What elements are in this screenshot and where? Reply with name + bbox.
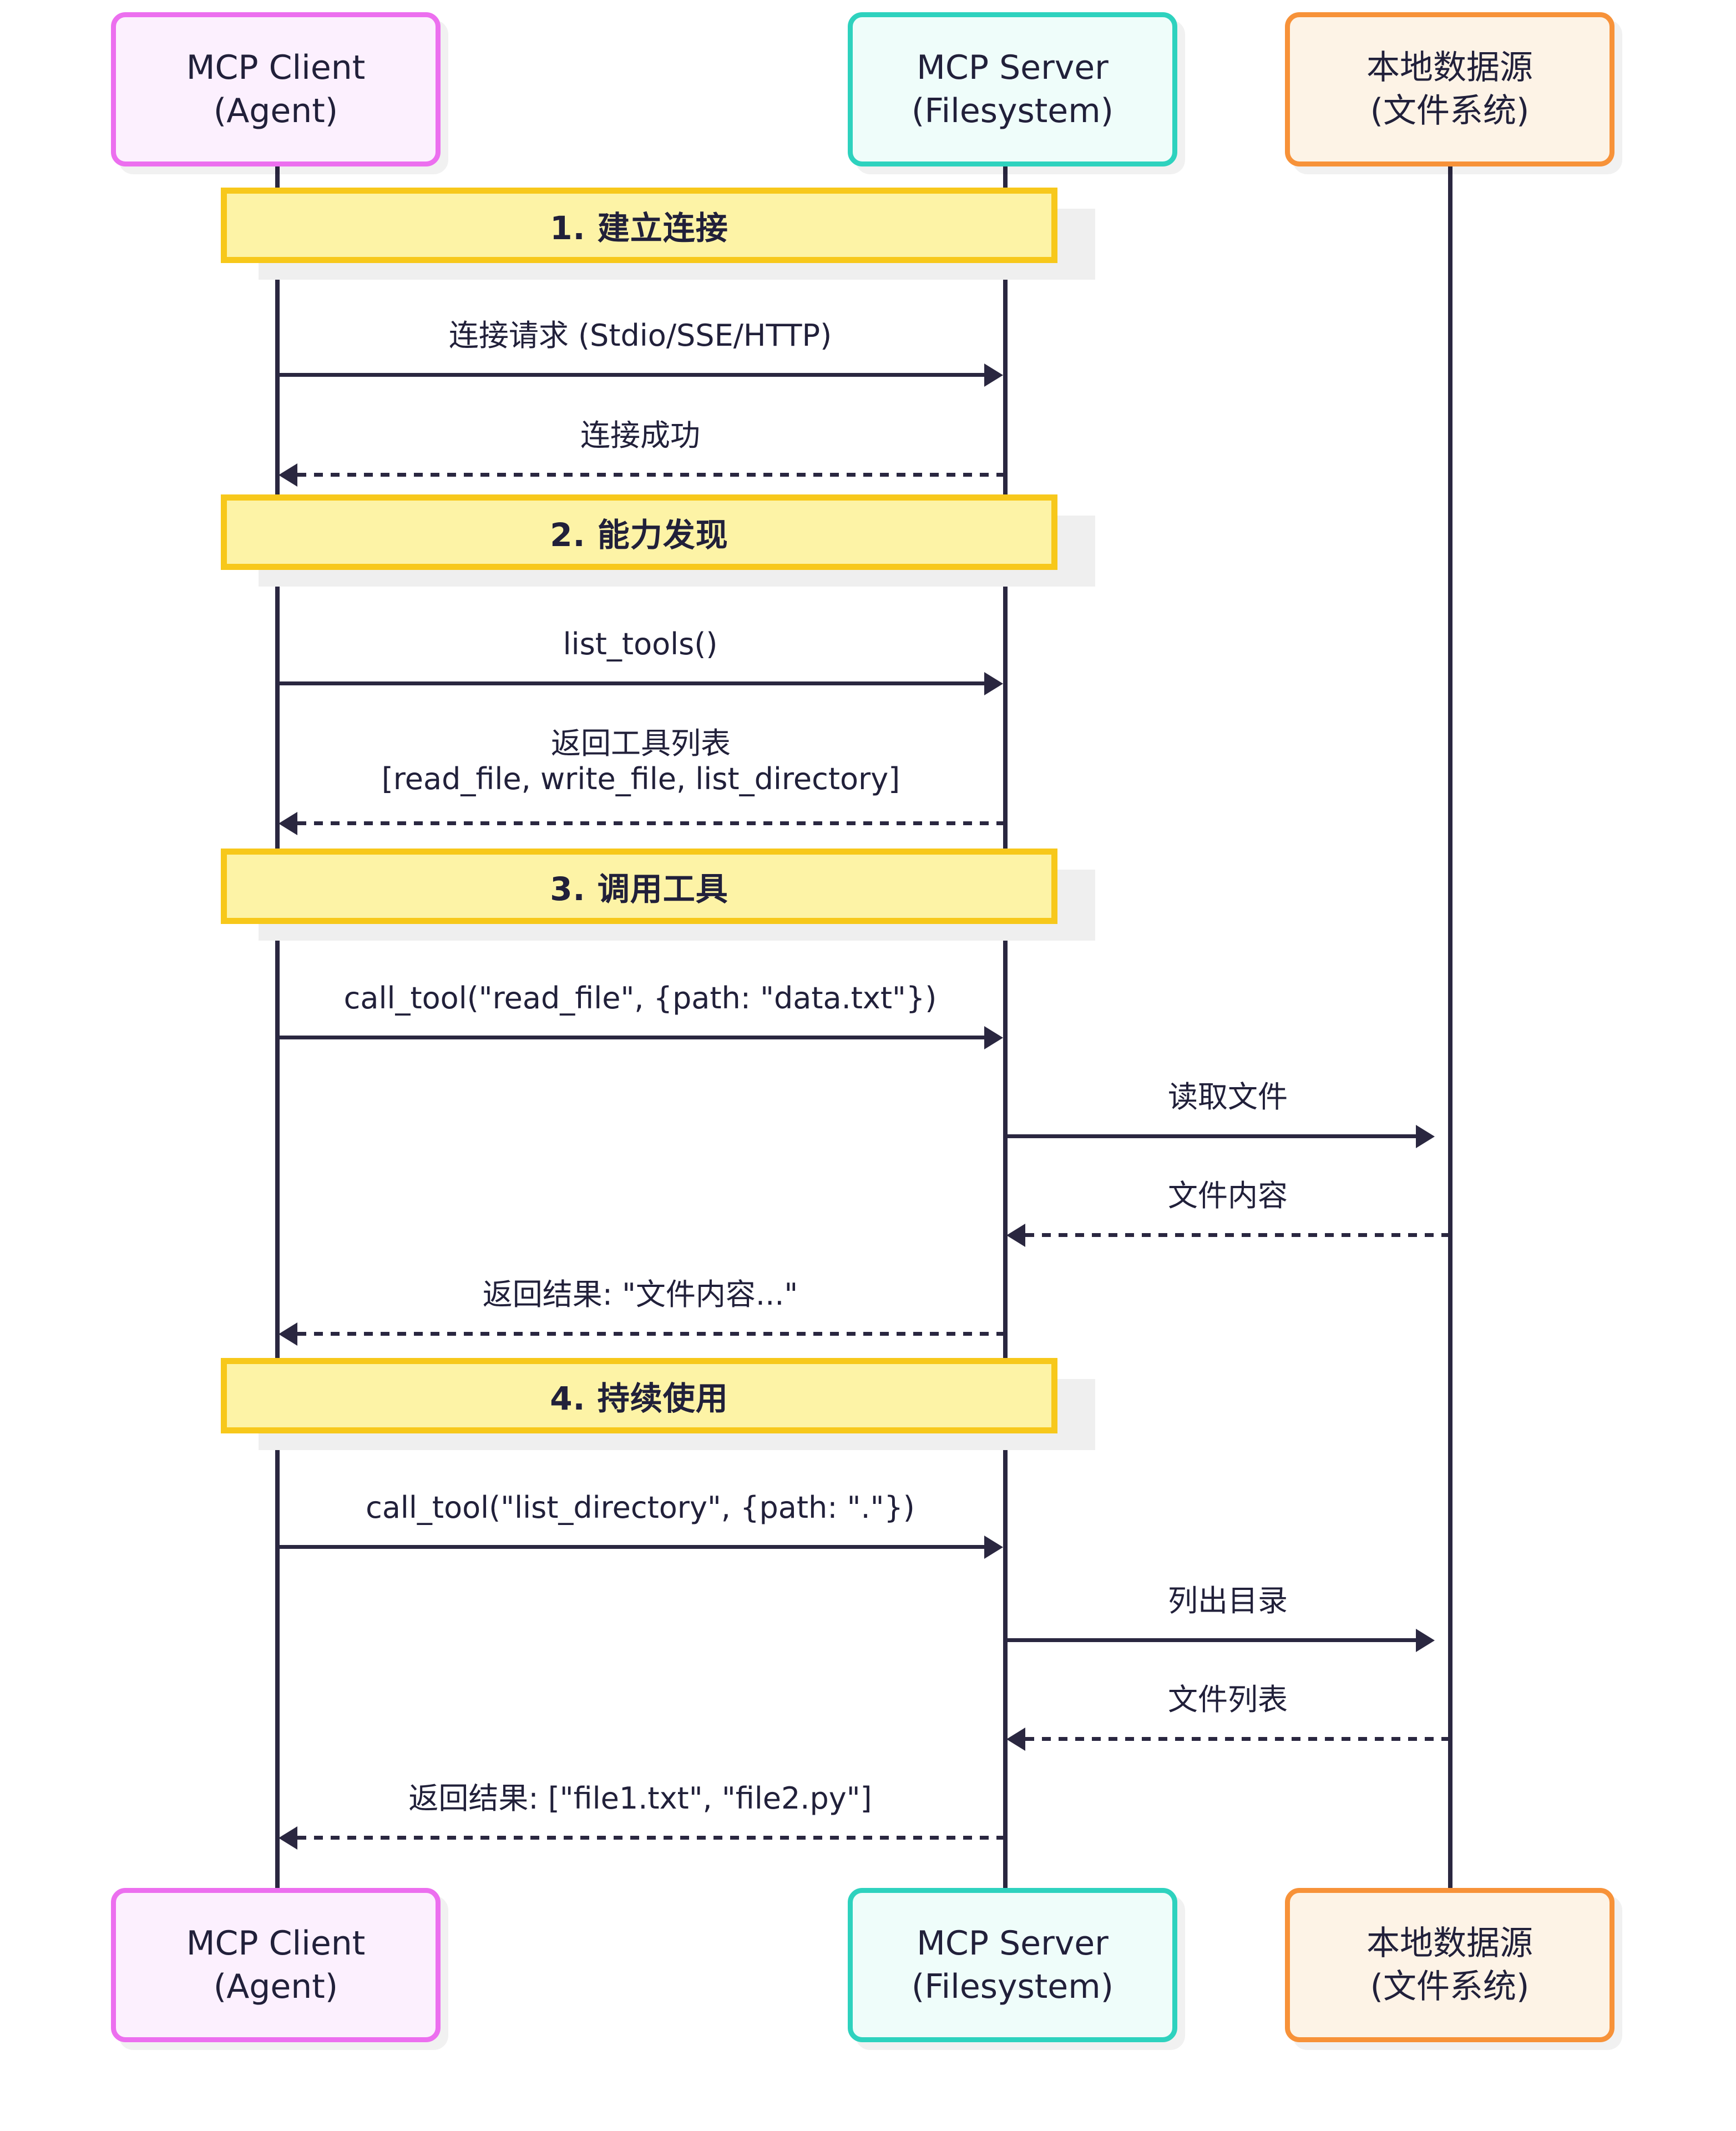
message-m8-line [297, 1332, 1005, 1336]
message-m11-line [1025, 1737, 1450, 1741]
message-m6-line [1005, 1134, 1416, 1138]
participant-client-subtitle: (Agent) [213, 92, 338, 130]
message-m9-label: call_tool("list_directory", {path: "."}) [366, 1490, 915, 1525]
message-m2-line [297, 473, 1005, 477]
message-m7-label: 文件内容 [1168, 1178, 1288, 1213]
message-m9-arrowhead [984, 1536, 1003, 1559]
lifeline-server [1003, 166, 1008, 1888]
section-1-block: 1. 建立连接 [221, 188, 1057, 263]
message-m12-arrowhead [279, 1826, 297, 1850]
participant-server-subtitle: (Filesystem) [911, 92, 1114, 130]
participant-client-subtitle-bottom: (Agent) [213, 1967, 338, 2006]
participant-server-top[interactable]: MCP Server (Filesystem) [848, 12, 1177, 166]
message-m5-label: call_tool("read_file", {path: "data.txt"… [343, 981, 937, 1016]
message-m8-label: 返回结果: "文件内容..." [482, 1277, 798, 1312]
message-m5-arrowhead [984, 1026, 1003, 1049]
message-m11-label: 文件列表 [1168, 1682, 1288, 1717]
message-m3-line [277, 681, 984, 685]
participant-source-title: 本地数据源 [1366, 48, 1533, 87]
participant-source-subtitle-bottom: (文件系统) [1370, 1967, 1530, 2006]
message-m5-line [277, 1036, 984, 1039]
message-m3-label: list_tools() [563, 627, 718, 661]
message-m9-line [277, 1545, 984, 1549]
message-m10-line [1005, 1638, 1416, 1642]
section-2-title: 2. 能力发现 [550, 516, 728, 554]
message-m1-label: 连接请求 (Stdio/SSE/HTTP) [448, 318, 832, 353]
message-m7-arrowhead [1006, 1224, 1025, 1247]
message-m4-label: 返回工具列表 [read_file, write_file, list_dire… [261, 726, 1021, 796]
section-4-block: 4. 持续使用 [221, 1358, 1057, 1433]
participant-source-bottom[interactable]: 本地数据源 (文件系统) [1285, 1888, 1614, 2042]
participant-server-bottom[interactable]: MCP Server (Filesystem) [848, 1888, 1177, 2042]
message-m1-arrowhead [984, 363, 1003, 387]
participant-client-top[interactable]: MCP Client (Agent) [111, 12, 441, 166]
participant-server-subtitle-bottom: (Filesystem) [911, 1967, 1114, 2006]
participant-server-title: MCP Server [917, 48, 1109, 87]
message-m4-label-line2: [read_file, write_file, list_directory] [381, 761, 900, 796]
section-2-block: 2. 能力发现 [221, 494, 1057, 570]
participant-client-title: MCP Client [186, 48, 366, 87]
message-m6-arrowhead [1416, 1125, 1435, 1148]
participant-source-subtitle: (文件系统) [1370, 92, 1530, 130]
section-4-title: 4. 持续使用 [550, 1380, 728, 1417]
participant-server-title-bottom: MCP Server [917, 1924, 1109, 1963]
lifeline-client [275, 166, 280, 1888]
message-m6-label: 读取文件 [1168, 1079, 1288, 1114]
section-1-title: 1. 建立连接 [550, 209, 728, 247]
message-m7-line [1025, 1233, 1450, 1237]
message-m10-arrowhead [1416, 1629, 1435, 1652]
message-m4-arrowhead [279, 812, 297, 835]
lifeline-source [1448, 166, 1452, 1888]
message-m3-arrowhead [984, 672, 1003, 695]
message-m11-arrowhead [1006, 1728, 1025, 1751]
message-m4-line [297, 821, 1005, 825]
participant-client-bottom[interactable]: MCP Client (Agent) [111, 1888, 441, 2042]
message-m10-label: 列出目录 [1168, 1583, 1288, 1618]
participant-source-title-bottom: 本地数据源 [1366, 1924, 1533, 1963]
section-3-block: 3. 调用工具 [221, 849, 1057, 924]
message-m8-arrowhead [279, 1322, 297, 1346]
message-m2-arrowhead [279, 463, 297, 487]
participant-source-top[interactable]: 本地数据源 (文件系统) [1285, 12, 1614, 166]
message-m1-line [277, 373, 984, 377]
section-3-title: 3. 调用工具 [550, 870, 728, 908]
message-m12-label: 返回结果: ["file1.txt", "file2.py"] [408, 1781, 872, 1816]
participant-client-title-bottom: MCP Client [186, 1924, 366, 1963]
message-m2-label: 连接成功 [580, 418, 700, 453]
message-m4-label-line1: 返回工具列表 [551, 726, 731, 761]
message-m12-line [297, 1836, 1005, 1840]
